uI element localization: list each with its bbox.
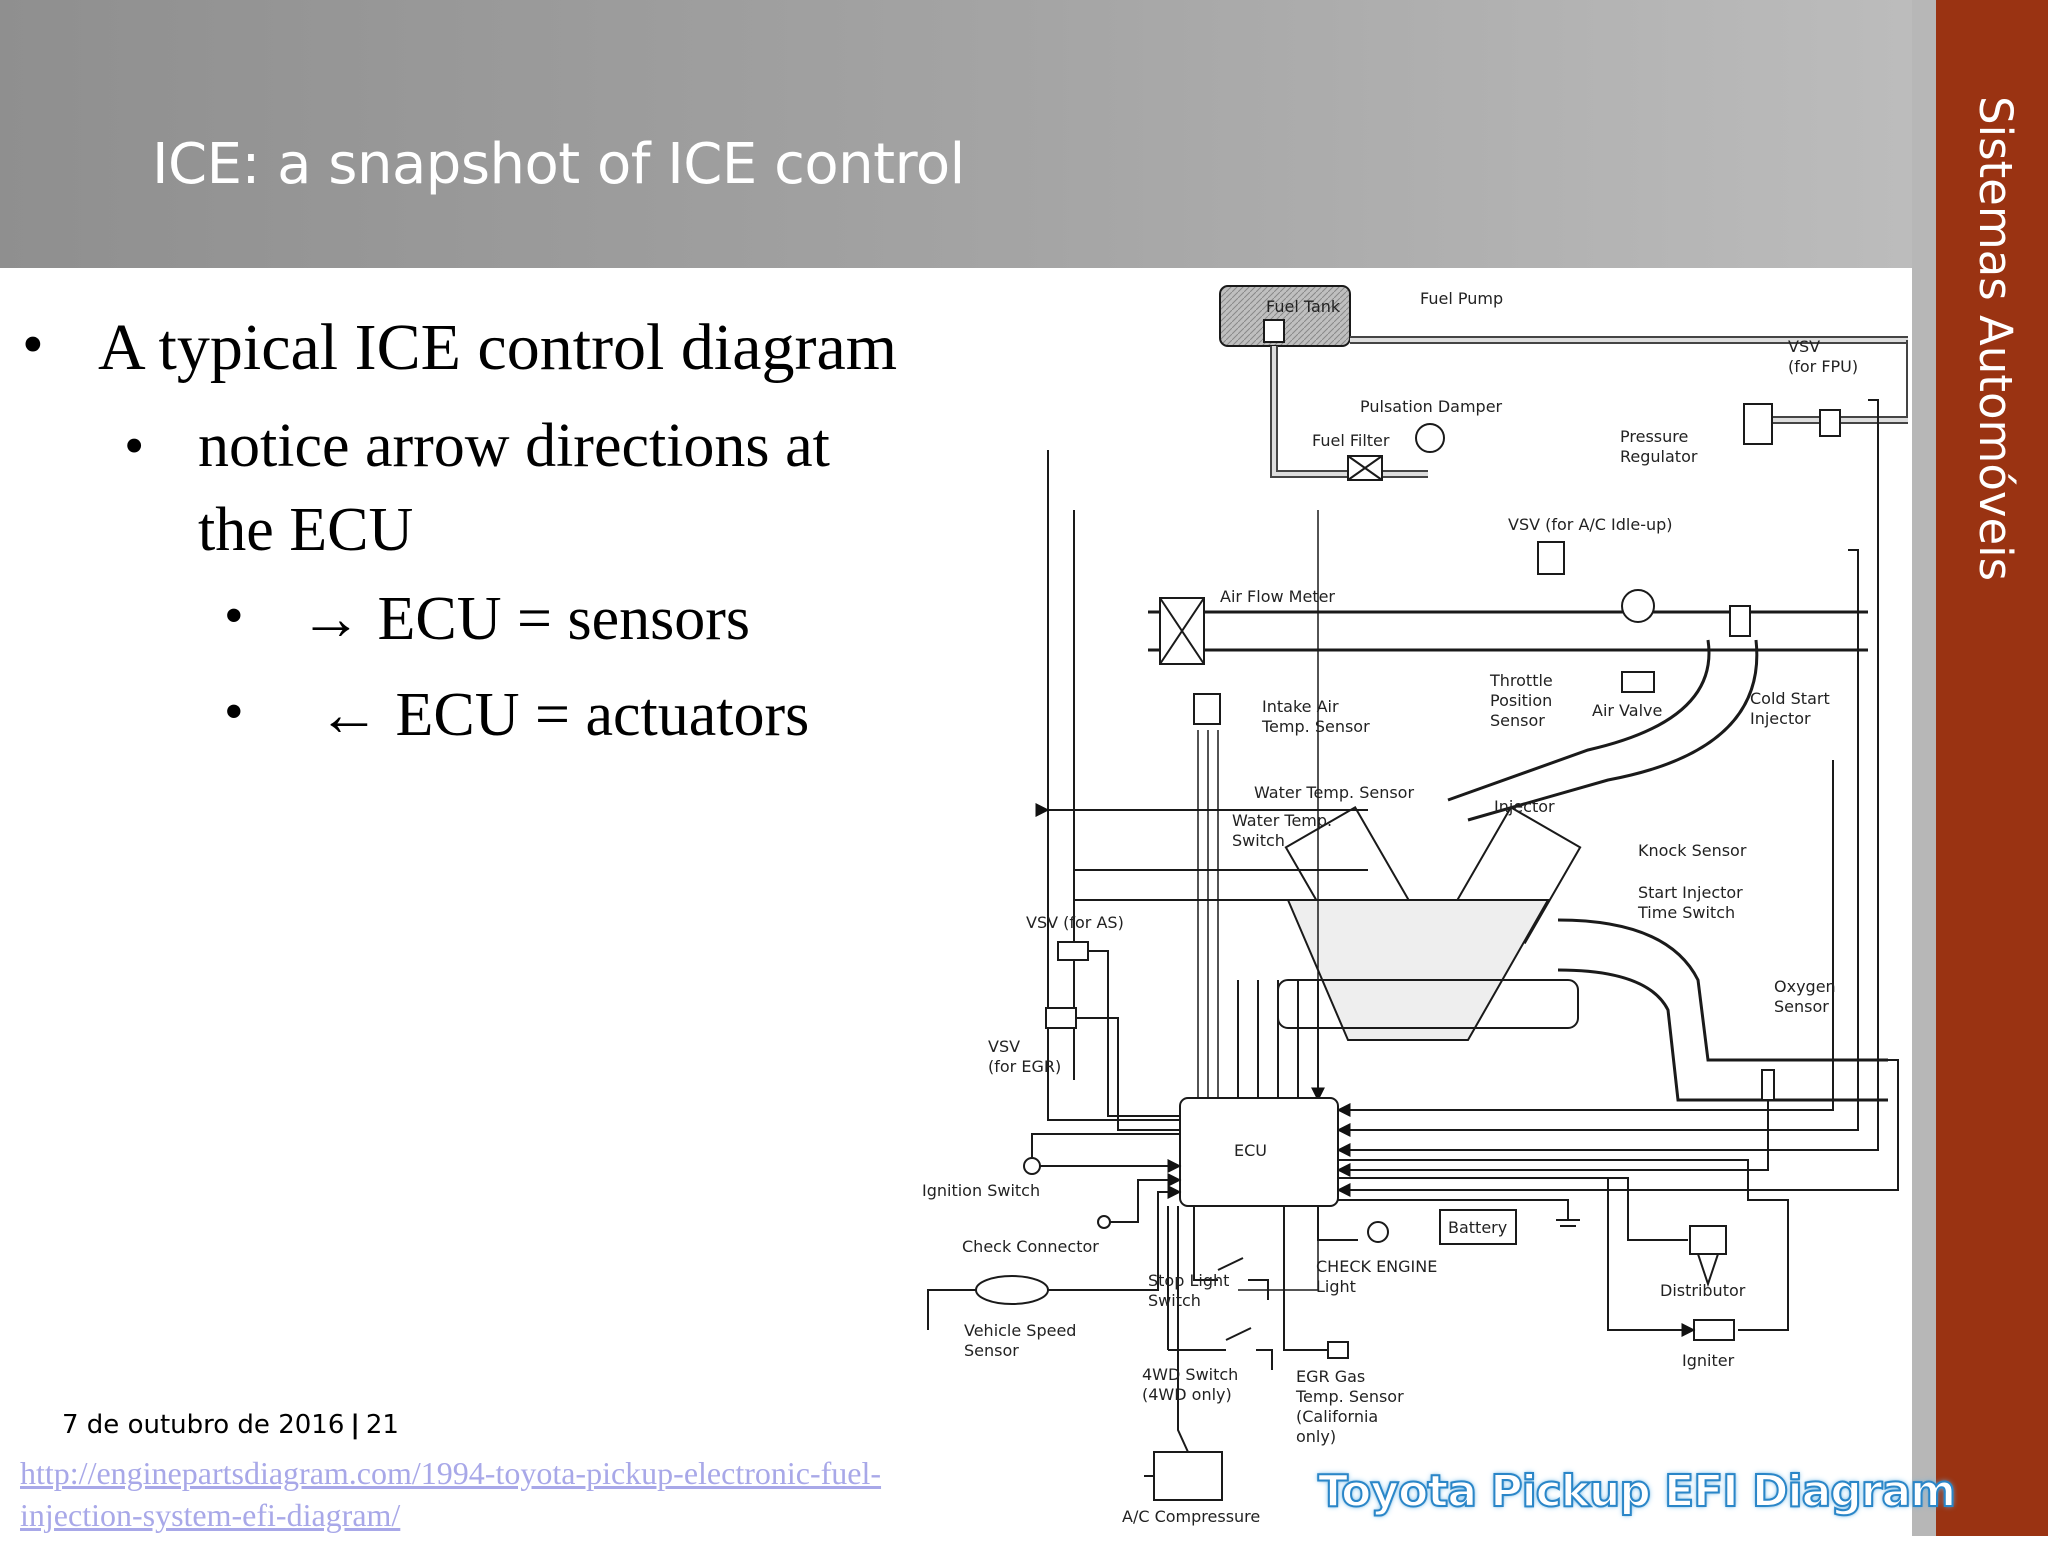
label-igniter: Igniter [1682, 1351, 1735, 1370]
label-pulsation-damper: Pulsation Damper [1360, 397, 1503, 416]
label-fuel-tank: Fuel Tank [1266, 297, 1341, 316]
efi-diagram-svg: Fuel Tank Fuel Pump VSV (for FPU) Pulsat… [922, 285, 1914, 1526]
sidebar-separator [1912, 0, 1936, 1536]
bullet-marker: • [124, 413, 145, 478]
engine-block [1277, 806, 1582, 1041]
fuel-pump [1263, 319, 1285, 343]
label-air-valve: Air Valve [1592, 701, 1662, 720]
label-cold-start-injector: Cold Start [1750, 689, 1830, 708]
bullet-marker: • [224, 681, 244, 743]
label-oxygen-sensor: Oxygen [1774, 977, 1836, 996]
label-throttle-position: Sensor [1490, 711, 1545, 730]
label-air-flow-meter: Air Flow Meter [1220, 587, 1335, 606]
label-egr-gas-temp: only) [1296, 1427, 1336, 1446]
label-start-injector: Start Injector [1638, 883, 1743, 902]
vehicle-speed-sensor [975, 1275, 1049, 1305]
label-egr-gas-temp: Temp. Sensor [1295, 1387, 1404, 1406]
label-throttle-position: Throttle [1489, 671, 1553, 690]
bullet-item: ← ECU = actuators [318, 681, 810, 749]
label-egr-gas-temp: (California [1296, 1407, 1378, 1426]
pressure-regulator [1743, 403, 1773, 445]
label-pressure-regulator: Regulator [1620, 447, 1698, 466]
label-vsv-as: VSV (for AS) [1026, 913, 1124, 932]
egr-gas-temp-sensor [1327, 1341, 1349, 1359]
label-water-temp-switch: Water Temp. [1232, 811, 1332, 830]
slide-header [0, 0, 1912, 268]
footer-date: 7 de outubro de 2016|21 [62, 1410, 399, 1440]
vsv-fpu [1819, 409, 1841, 437]
label-vsv-ac: VSV (for A/C Idle-up) [1508, 515, 1673, 534]
slide-date: 7 de outubro de 2016 [62, 1410, 345, 1440]
label-vsv-fpu: (for FPU) [1788, 357, 1858, 376]
efi-diagram: Fuel Tank Fuel Pump VSV (for FPU) Pulsat… [908, 280, 1914, 1541]
label-knock-sensor: Knock Sensor [1638, 841, 1747, 860]
bullet-item: → ECU = sensors [300, 585, 751, 653]
ecu-label: ECU [1234, 1141, 1267, 1160]
label-vsv-egr: (for EGR) [988, 1057, 1061, 1076]
vsv-ac [1537, 541, 1565, 575]
bullet-marker: • [224, 585, 244, 647]
cold-start-injector [1729, 605, 1751, 637]
label-intake-air-temp: Intake Air [1262, 697, 1339, 716]
ac-compressor [1153, 1451, 1223, 1501]
ignition-switch [1023, 1157, 1041, 1175]
label-ac-compressor: A/C Compressure [1122, 1507, 1260, 1526]
label-oxygen-sensor: Sensor [1774, 997, 1829, 1016]
check-engine-light [1367, 1221, 1389, 1243]
vsv-egr [1045, 1007, 1077, 1029]
bullet-marker: • [22, 311, 44, 379]
label-cold-start-injector: Injector [1750, 709, 1811, 728]
fuel-tank [1219, 285, 1351, 347]
check-connector [1097, 1215, 1111, 1229]
label-stop-light-switch: Stop Light [1148, 1271, 1229, 1290]
label-check-engine: Light [1316, 1277, 1356, 1296]
throttle-position-sensor [1621, 589, 1655, 623]
label-start-injector: Time Switch [1637, 903, 1735, 922]
label-4wd-switch: (4WD only) [1142, 1385, 1232, 1404]
label-egr-gas-temp: EGR Gas [1296, 1367, 1365, 1386]
label-check-connector: Check Connector [962, 1237, 1099, 1256]
label-vsv-fpu: VSV [1788, 337, 1820, 356]
battery-box [1439, 1209, 1517, 1245]
label-throttle-position: Position [1490, 691, 1552, 710]
sidebar-band [1936, 0, 2048, 1536]
slide-title: ICE: a snapshot of ICE control [152, 132, 965, 197]
label-fuel-filter: Fuel Filter [1312, 431, 1390, 450]
label-water-temp-switch: Switch [1232, 831, 1285, 850]
footer-divider: | [350, 1410, 360, 1440]
bullet-item: notice arrow directions at the ECU [198, 412, 830, 564]
igniter [1693, 1319, 1735, 1341]
label-ignition-switch: Ignition Switch [922, 1181, 1040, 1200]
page-number: 21 [365, 1410, 399, 1440]
label-vsv-egr: VSV [988, 1037, 1020, 1056]
label-injector: Injector [1494, 797, 1555, 816]
diagram-banner: Toyota Pickup EFI Diagram [1317, 1465, 1957, 1518]
label-check-engine: CHECK ENGINE [1316, 1257, 1437, 1276]
label-vehicle-speed-sensor: Vehicle Speed [964, 1321, 1076, 1340]
sidebar-title: Sistemas Automóveis [1969, 96, 2022, 582]
label-intake-air-temp: Temp. Sensor [1261, 717, 1370, 736]
label-fuel-pump: Fuel Pump [1420, 289, 1503, 308]
label-distributor: Distributor [1660, 1281, 1746, 1300]
ecu-box [1179, 1097, 1339, 1207]
distributor [1689, 1225, 1727, 1255]
air-valve [1621, 671, 1655, 693]
oxygen-sensor [1761, 1069, 1775, 1101]
label-pressure-regulator: Pressure [1620, 427, 1688, 446]
label-4wd-switch: 4WD Switch [1142, 1365, 1238, 1384]
bullet-item: A typical ICE control diagram [98, 311, 898, 384]
intake-air-temp-sensor [1193, 693, 1221, 725]
label-water-temp-sensor: Water Temp. Sensor [1254, 783, 1414, 802]
pulsation-damper [1415, 423, 1445, 453]
vsv-as [1057, 941, 1089, 961]
label-stop-light-switch: Switch [1148, 1291, 1201, 1310]
label-vehicle-speed-sensor: Sensor [964, 1341, 1019, 1360]
source-link[interactable]: http://enginepartsdiagram.com/1994-toyot… [20, 1455, 882, 1533]
label-battery: Battery [1448, 1218, 1507, 1237]
